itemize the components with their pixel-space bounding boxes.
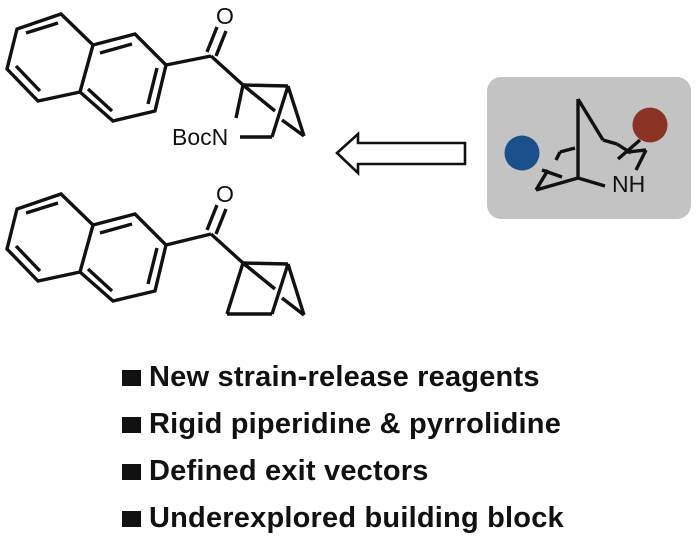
product-box: NH — [487, 77, 691, 219]
amine-label: NH — [612, 171, 645, 197]
azabicycle-scaffold — [534, 98, 648, 192]
oxygen-label: O — [216, 3, 234, 29]
exit-vector-red-dot — [632, 107, 668, 143]
retrosynthesis-arrow-icon — [335, 131, 467, 177]
boc-nitrogen-label: BocN — [172, 124, 228, 150]
bullet-square-icon — [122, 417, 141, 433]
bullet-list: New strain-release reagents Rigid piperi… — [122, 356, 564, 544]
bullet-text: Rigid piperidine & pyrrolidine — [149, 407, 562, 440]
bullet-square-icon — [122, 511, 141, 527]
bullet-item: Defined exit vectors — [122, 450, 564, 492]
bicyclobutane-core — [225, 261, 306, 317]
bullet-square-icon — [122, 464, 141, 480]
bullet-text: Defined exit vectors — [149, 454, 429, 487]
bullet-text: New strain-release reagents — [149, 360, 540, 393]
naphthalene-ring — [5, 12, 168, 123]
exit-vector-blue-dot — [504, 135, 540, 171]
oxygen-label: O — [216, 181, 234, 207]
naphthalene-ring — [5, 192, 168, 303]
azabicyclobutane-core — [234, 83, 306, 139]
bullet-item: Rigid piperidine & pyrrolidine — [122, 403, 564, 445]
bullet-text: Underexplored building block — [149, 501, 564, 534]
bullet-item: Underexplored building block — [122, 497, 564, 539]
molecule-bicyclobutane: O — [5, 181, 306, 317]
bullet-item: New strain-release reagents — [122, 356, 564, 398]
molecule-azabicyclobutane: O BocN — [5, 3, 306, 150]
bullet-square-icon — [122, 370, 141, 386]
